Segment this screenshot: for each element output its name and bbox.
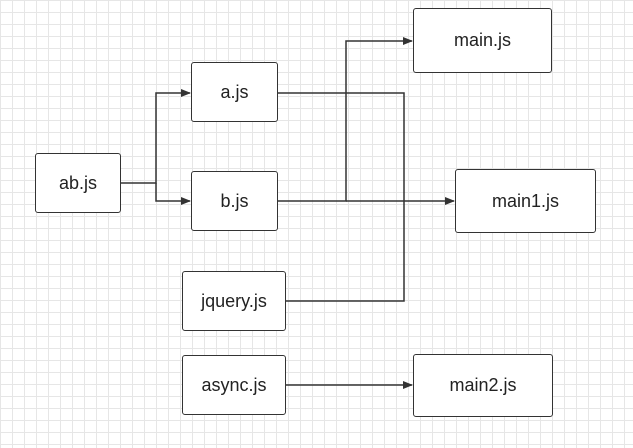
node-label: main2.js bbox=[449, 375, 517, 395]
edge-a-to-main1 bbox=[278, 92, 405, 201]
node-ab-js[interactable]: ab.js bbox=[35, 153, 121, 213]
node-main1-js[interactable]: main1.js bbox=[455, 169, 596, 233]
node-label: main1.js bbox=[491, 190, 560, 211]
edge-ab-to-a bbox=[121, 89, 191, 184]
node-label: ab.js bbox=[58, 172, 98, 193]
node-jquery-js[interactable]: jquery.js bbox=[182, 271, 286, 331]
edge-jquery-to-main1 bbox=[286, 201, 405, 302]
node-async-js[interactable]: async.js bbox=[182, 355, 286, 415]
node-main-js[interactable]: main.js bbox=[413, 8, 552, 73]
node-label: async.js bbox=[201, 374, 267, 395]
edge-b-to-main bbox=[278, 37, 413, 202]
node-label: b.js bbox=[220, 190, 249, 211]
edge-ab-to-b bbox=[155, 183, 191, 205]
node-b-js[interactable]: b.js bbox=[191, 171, 278, 231]
node-label: main.js bbox=[453, 30, 511, 50]
node-label: a.js bbox=[220, 81, 249, 102]
node-a-js[interactable]: a.js bbox=[191, 62, 278, 122]
node-label: jquery.js bbox=[201, 290, 267, 311]
node-main2-js[interactable]: main2.js bbox=[413, 354, 553, 417]
